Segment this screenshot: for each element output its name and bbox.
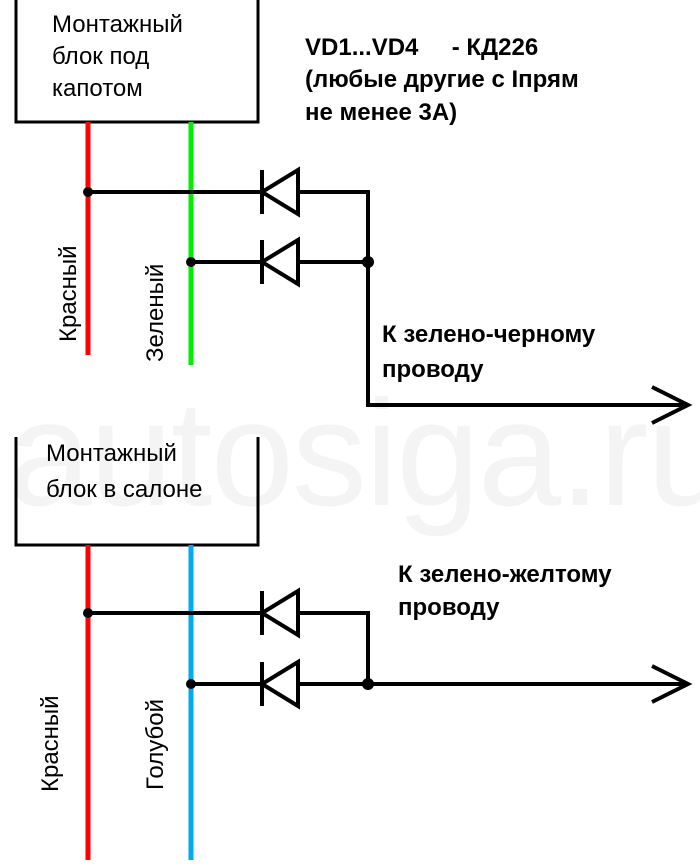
diode-vd3	[258, 587, 300, 639]
diode-spec: VD1...VD4 - КД226 (любые другие с Iпрям …	[305, 34, 585, 126]
block-under-hood	[14, 0, 260, 124]
diode-vd4	[258, 658, 300, 710]
bottom-red-wire-label: Красный	[37, 695, 64, 792]
diode-vd2	[258, 236, 300, 288]
bottom-output-arrow	[651, 664, 693, 704]
bottom-junction-collector	[362, 678, 374, 690]
top-junction-green	[186, 257, 196, 267]
diode-vd1	[258, 166, 300, 218]
watermark: autosiga.ru	[8, 369, 700, 537]
top-junction-red	[83, 187, 93, 197]
bottom-junction-blue	[186, 679, 196, 689]
top-output-label: К зелено-черному проводу	[382, 321, 602, 383]
bottom-blue-wire-label: Голубой	[142, 699, 169, 790]
top-junction-collector	[362, 256, 374, 268]
top-output-arrow	[651, 385, 693, 425]
top-green-wire-label: Зеленый	[142, 264, 169, 362]
bottom-junction-red	[83, 608, 93, 618]
block-under-hood-label: Монтажный блок под капотом	[52, 11, 190, 102]
top-red-wire-label: Красный	[55, 245, 82, 342]
block-in-cabin	[14, 437, 260, 547]
block-in-cabin-label: Монтажный блок в салоне	[46, 440, 202, 503]
bottom-output-label: К зелено-желтому проводу	[398, 561, 618, 621]
